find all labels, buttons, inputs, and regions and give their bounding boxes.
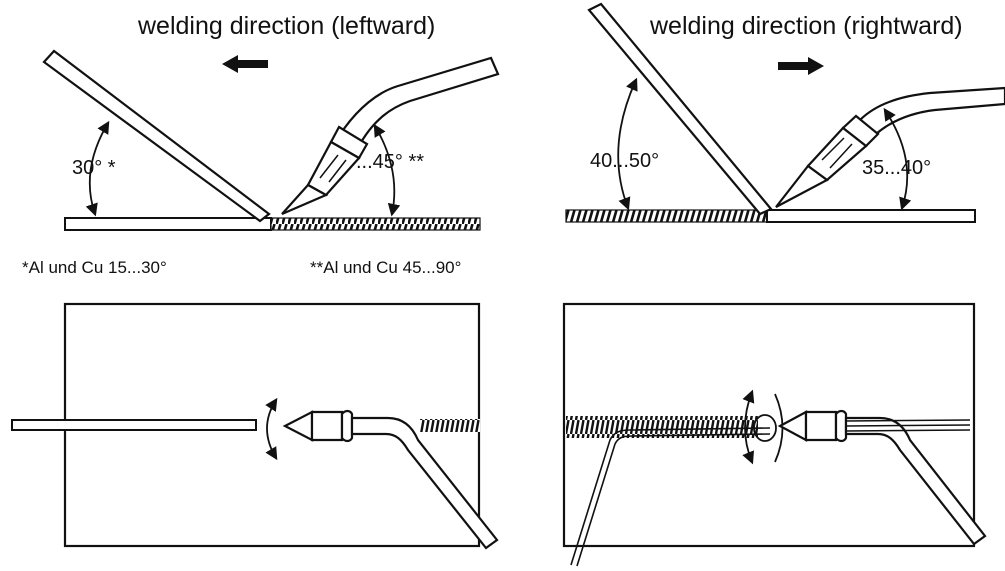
left-arrow-icon [222, 55, 268, 73]
weld-bead-plan-right [566, 416, 758, 438]
oscillation-arrow-icon [265, 397, 278, 461]
torch [281, 56, 500, 216]
filler-rod-plan-right [570, 427, 771, 567]
top-left-side-view [42, 49, 500, 231]
left-rod-angle-label: 30° * [72, 157, 116, 179]
rod-angle-arc-right [617, 77, 638, 211]
weld-bead [270, 217, 481, 231]
bottom-left-plan-view [11, 302, 499, 550]
torch-angle-arc-right [883, 107, 912, 211]
right-arrow-icon [778, 57, 824, 75]
workpiece-plate-right [766, 209, 976, 223]
note-torch-angle: **Al und Cu 45...90° [310, 258, 462, 277]
right-torch-angle-label: 35...40° [862, 157, 932, 179]
torch-angle-arc [373, 123, 401, 217]
left-torch-angle-label: ...45° ** [356, 151, 425, 173]
workpiece-plate [64, 217, 272, 231]
weld-bead-right [565, 209, 768, 223]
top-right-side-view [565, 2, 1005, 223]
filler-rod [42, 49, 271, 223]
filler-rod-right [587, 2, 773, 216]
bottom-right-plan-view [562, 302, 987, 567]
torch-plan [282, 409, 499, 550]
hose-lines [845, 419, 971, 432]
rod-angle-arc [85, 120, 110, 217]
torch-right [775, 86, 1005, 208]
note-rod-angle: *Al und Cu 15...30° [22, 258, 167, 277]
right-rod-angle-label: 40...50° [590, 150, 660, 172]
right-panel-title: welding direction (rightward) [650, 12, 963, 40]
left-panel-title: welding direction (leftward) [138, 12, 436, 40]
weld-bead-plan [420, 419, 480, 432]
filler-rod-plan [11, 419, 257, 431]
